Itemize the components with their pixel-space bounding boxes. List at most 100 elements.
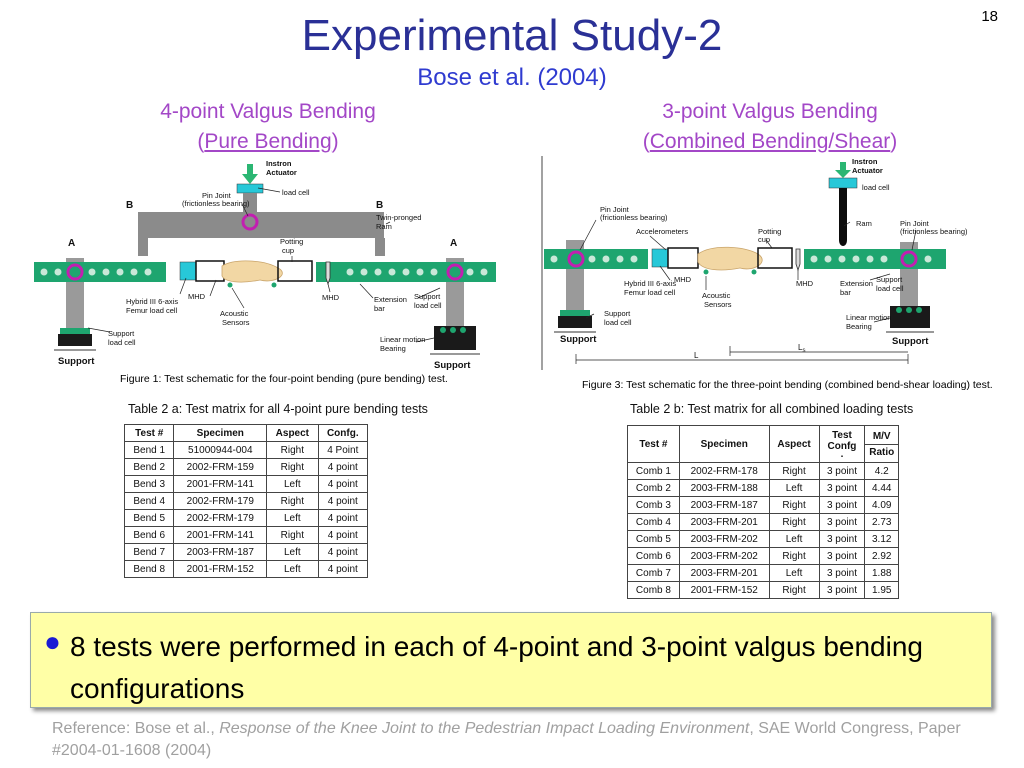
right-heading: 3-point Valgus Bending (Combined Bending…	[600, 97, 940, 157]
table-cell: 2.92	[864, 547, 899, 565]
acoustic-sensor-icon	[271, 282, 277, 288]
label-cup: cup	[758, 235, 770, 244]
table-2b: Test # Specimen Aspect Test Confg . M/V …	[627, 425, 899, 599]
right-heading-line1: 3-point Valgus Bending	[662, 100, 878, 123]
label-hybrid-2: Femur load cell	[126, 306, 178, 315]
label-support-lc-2: load cell	[604, 318, 632, 327]
figure-1-caption: Figure 1: Test schematic for the four-po…	[120, 373, 448, 385]
table-cell: 1.95	[864, 581, 899, 599]
table-cell: Left	[768, 564, 820, 582]
table-cell: 4 point	[317, 526, 369, 544]
left-heading-line2: (Pure Bending)	[98, 127, 438, 157]
left-heading: 4-point Valgus Bending (Pure Bending)	[98, 97, 438, 157]
label-dim-ls: Ls	[798, 343, 805, 354]
column-header-mv-ratio: M/V Ratio	[864, 425, 899, 463]
label-load-cell: load cell	[282, 188, 310, 197]
bearing-roller	[440, 327, 446, 333]
table-cell: 3 point	[818, 530, 866, 548]
table-2b-title: Table 2 b: Test matrix for all combined …	[630, 402, 914, 416]
bullet-icon: ●	[44, 626, 61, 657]
mhd-sensor-icon	[795, 248, 801, 272]
label-instron: Instron	[852, 157, 878, 166]
label-cup: cup	[282, 246, 294, 255]
table-cell: 4 point	[317, 509, 369, 527]
label-linear-2: Bearing	[380, 344, 406, 353]
label-frictionless-r: (frictionless bearing)	[900, 227, 968, 236]
label-acoustic-1: Acoustic	[220, 309, 249, 318]
bearing-roller	[906, 307, 912, 313]
pure-bending-link[interactable]: Pure Bending	[204, 130, 332, 153]
label-support-left: Support	[560, 334, 597, 345]
table-cell: 4 point	[317, 543, 369, 561]
bar-holes	[40, 268, 488, 276]
label-hybrid-1: Hybrid III 6-axis	[126, 297, 178, 306]
table-cell: 2003-FRM-202	[678, 530, 770, 548]
label-acoustic-2: Sensors	[704, 300, 732, 309]
table-cell: 4 point	[317, 458, 369, 476]
header-line: Ratio	[865, 443, 898, 458]
label-mhd-left: MHD	[188, 292, 206, 301]
figure-3-caption: Figure 3: Test schematic for the three-p…	[582, 379, 993, 391]
label-ram: Ram	[856, 219, 872, 228]
label-support-lc-r2: load cell	[876, 284, 904, 293]
label-linear-1: Linear motion	[380, 335, 425, 344]
label-support-left: Support	[58, 356, 95, 367]
table-cell: 3 point	[818, 581, 866, 599]
combined-bending-shear-link[interactable]: Combined Bending/Shear	[649, 130, 891, 153]
acoustic-sensor-icon	[751, 269, 757, 275]
column-header: Confg.	[317, 424, 369, 442]
acoustic-sensor-icon	[227, 282, 233, 288]
label-hybrid-1: Hybrid III 6-axis	[624, 279, 676, 288]
table-cell: 2003-FRM-187	[173, 543, 268, 561]
table-cell: 2001-FRM-152	[173, 560, 268, 578]
label-b-right: B	[376, 200, 383, 211]
reference-suffix: , SAE World Congress, Paper #2004-01-160…	[52, 720, 961, 759]
right-pin-joint-icon	[900, 250, 918, 268]
label-dim-ls-main: L	[798, 343, 803, 352]
label-dim-ls-sub: s	[802, 348, 805, 354]
table-cell: Left	[768, 479, 820, 497]
table-cell: 2002-FRM-178	[678, 462, 770, 480]
dimension-lines	[575, 346, 909, 364]
label-support-lc-r1: Support	[414, 292, 441, 301]
table-cell: 2003-FRM-187	[678, 496, 770, 514]
label-support-lc-1: Support	[604, 309, 631, 318]
table-cell: 4 point	[317, 560, 369, 578]
ram-left-prong	[138, 238, 148, 256]
table-cell: 51000944-004	[173, 441, 268, 459]
label-support-lc-r2: load cell	[414, 301, 442, 310]
right-heading-line2: (Combined Bending/Shear)	[600, 127, 940, 157]
table-cell: Right	[266, 458, 319, 476]
reference-title: Response of the Knee Joint to the Pedest…	[219, 720, 750, 737]
reference-prefix: Reference: Bose et al.,	[52, 720, 220, 737]
table-cell: 2003-FRM-201	[678, 513, 770, 531]
table-cell: 2001-FRM-141	[173, 475, 268, 493]
label-b-left: B	[126, 200, 133, 211]
label-instron: Instron	[266, 159, 292, 168]
label-a-left: A	[68, 238, 75, 249]
table-cell: Bend 6	[123, 526, 175, 544]
table-cell: 4 point	[317, 492, 369, 510]
label-frictionless: (frictionless bearing)	[182, 199, 250, 208]
column-header-test-confg: Test Confg .	[818, 425, 866, 463]
table-header-row: Test # Specimen Aspect Confg.	[123, 424, 369, 442]
column-header: Test #	[123, 424, 175, 442]
table-cell: 4 point	[317, 475, 369, 493]
reference-citation: Reference: Bose et al., Response of the …	[52, 718, 982, 762]
column-header: Specimen	[678, 425, 770, 463]
table-cell: Right	[768, 581, 820, 599]
table-cell: Left	[266, 475, 319, 493]
table-cell: Right	[768, 496, 820, 514]
slide-subtitle: Bose et al. (2004)	[417, 64, 607, 91]
table-cell: Right	[768, 462, 820, 480]
header-line: Confg	[827, 441, 857, 452]
